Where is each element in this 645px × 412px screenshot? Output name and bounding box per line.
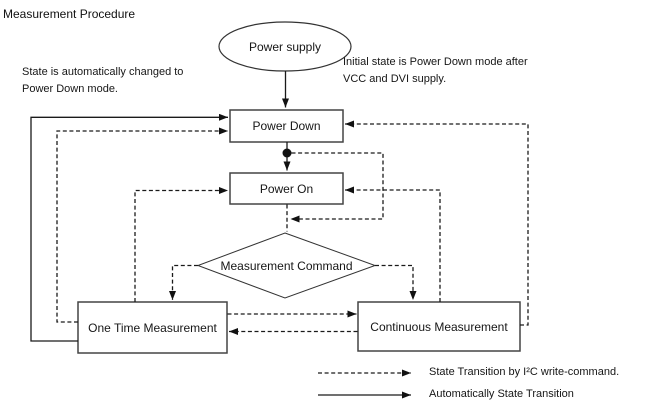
measurement-command-diamond <box>196 232 377 299</box>
annotation-auto-power-down-line1: State is automatically changed to <box>22 66 184 78</box>
edge-one-time-to-power-down-i2c <box>56 127 228 323</box>
edge-one-time-to-power-on <box>134 187 228 302</box>
legend-solid-label: Automatically State Transition <box>429 388 574 400</box>
one-time-measurement-box <box>77 301 228 354</box>
figure-title: Measurement Procedure <box>3 7 136 21</box>
continuous-measurement-label: Continuous Measurement <box>370 319 508 334</box>
edge-one-time-to-power-down-auto <box>30 113 228 342</box>
edge-command-to-one-time <box>169 264 198 300</box>
annotation-initial-state: Initial state is Power Down mode after V… <box>343 54 528 88</box>
power-down-box <box>229 109 344 143</box>
one-time-measurement-label: One Time Measurement <box>88 320 217 335</box>
edge-continuous-to-power-on <box>345 186 441 302</box>
annotation-auto-power-down: State is automatically changed to Power … <box>22 64 183 98</box>
junction-dot <box>282 148 292 158</box>
power-on-box <box>229 172 344 205</box>
edge-command-to-continuous <box>375 264 417 300</box>
power-supply-label: Power supply <box>248 39 322 54</box>
annotation-initial-state-line2: VCC and DVI supply. <box>343 73 447 85</box>
continuous-measurement-box <box>357 301 521 352</box>
measurement-command-label: Measurement Command <box>220 258 353 273</box>
power-down-label: Power Down <box>252 119 321 133</box>
power-on-label: Power On <box>259 181 314 196</box>
annotation-initial-state-line1: Initial state is Power Down mode after <box>343 56 528 68</box>
annotation-auto-power-down-line2: Power Down mode. <box>22 83 118 95</box>
edge-continuous-to-power-down <box>345 120 529 326</box>
legend-dashed-label: State Transition by I²C write-command. <box>429 366 620 378</box>
